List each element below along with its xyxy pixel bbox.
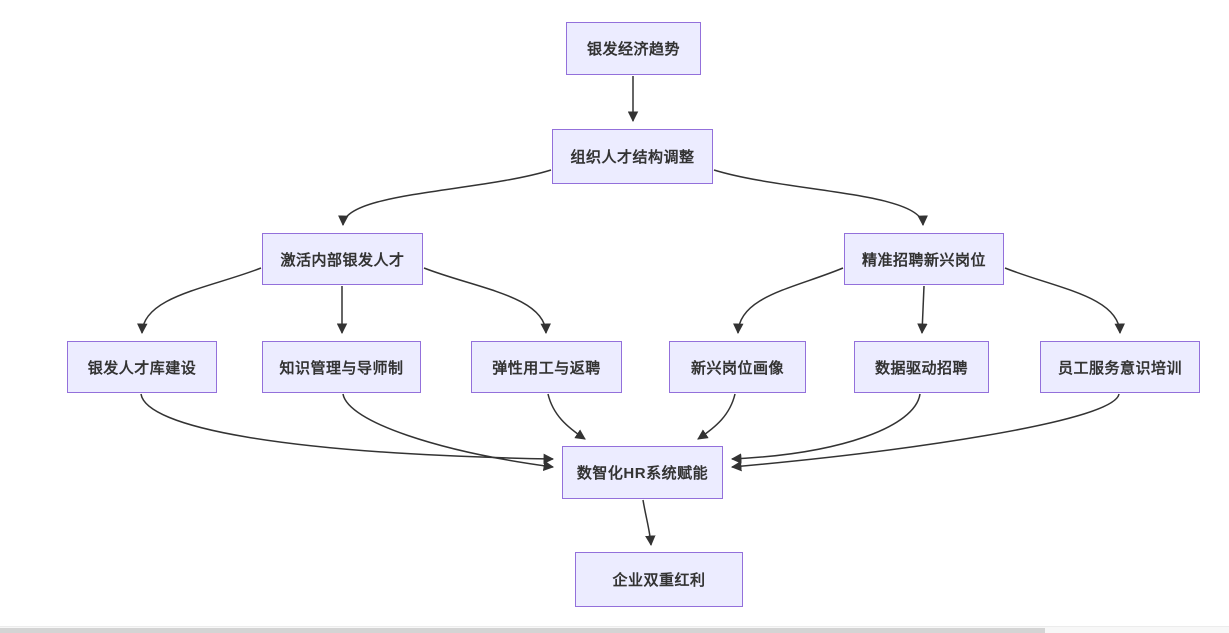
node-training: 员工服务意识培训 xyxy=(1040,341,1200,393)
node-label: 企业双重红利 xyxy=(612,572,706,589)
node-activate: 激活内部银发人才 xyxy=(262,233,423,285)
node-label: 银发人才库建设 xyxy=(87,359,197,377)
node-label: 弹性用工与返聘 xyxy=(492,359,601,377)
node-hub: 数智化HR系统赋能 xyxy=(562,446,723,499)
node-label: 激活内部银发人才 xyxy=(280,251,405,269)
node-talentpool: 银发人才库建设 xyxy=(67,341,217,393)
edge-recruit-to-datadriven xyxy=(917,285,928,335)
edge-talentpool-to-hub xyxy=(140,393,555,465)
node-dividend: 企业双重红利 xyxy=(575,552,743,607)
node-recruit: 精准招聘新兴岗位 xyxy=(844,233,1004,285)
edge-org-to-activate xyxy=(338,169,552,227)
node-label: 银发经济趋势 xyxy=(586,41,680,58)
node-label: 精准招聘新兴岗位 xyxy=(861,251,986,269)
edge-persona-to-hub xyxy=(697,393,736,440)
node-label: 数智化HR系统赋能 xyxy=(576,465,709,482)
node-trend: 银发经济趋势 xyxy=(566,22,701,75)
edge-training-to-hub xyxy=(730,393,1120,472)
node-label: 员工服务意识培训 xyxy=(1057,359,1182,377)
node-flexible: 弹性用工与返聘 xyxy=(471,341,622,393)
node-label: 知识管理与导师制 xyxy=(279,359,404,377)
edge-org-to-recruit xyxy=(713,169,928,227)
edge-flexible-to-hub xyxy=(547,393,586,440)
node-persona: 新兴岗位画像 xyxy=(669,341,806,393)
edge-activate-to-talentpool xyxy=(137,267,262,335)
edge-datadriven-to-hub xyxy=(730,393,921,464)
node-label: 组织人才结构调整 xyxy=(570,149,695,166)
node-label: 新兴岗位画像 xyxy=(690,359,784,377)
edge-recruit-to-persona xyxy=(733,267,844,335)
edge-activate-to-flexible xyxy=(423,267,551,335)
node-datadriven: 数据驱动招聘 xyxy=(854,341,989,393)
edge-knowledge-to-hub xyxy=(342,393,555,471)
horizontal-scrollbar-thumb[interactable] xyxy=(0,628,1045,633)
edge-hub-to-dividend xyxy=(642,499,656,547)
node-knowledge: 知识管理与导师制 xyxy=(262,341,421,393)
node-org: 组织人才结构调整 xyxy=(552,129,713,184)
horizontal-scrollbar xyxy=(0,626,1229,633)
node-label: 数据驱动招聘 xyxy=(874,359,968,377)
edge-recruit-to-training xyxy=(1004,267,1125,335)
